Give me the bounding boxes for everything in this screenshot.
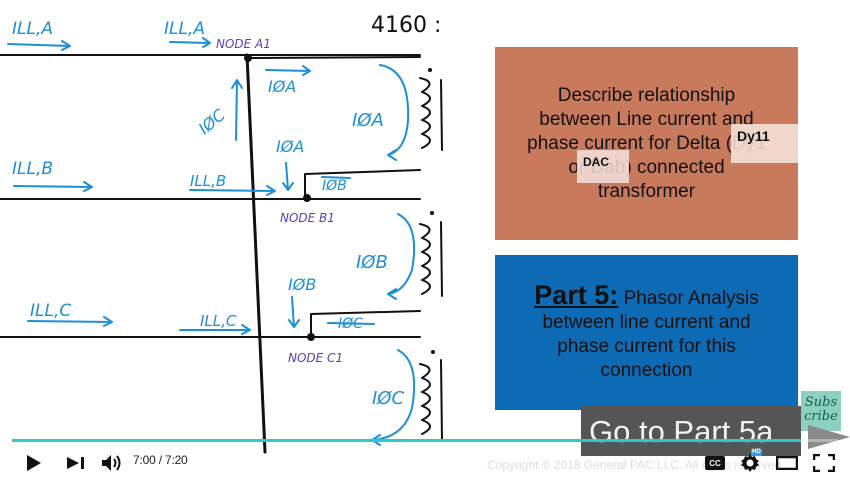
winding-c — [419, 363, 431, 435]
label-ill-b-1: ILL,B — [12, 159, 53, 179]
arrow-ill-a-1 — [7, 40, 71, 51]
part5-line-3: connection — [600, 359, 693, 381]
fullscreen-icon — [813, 453, 835, 472]
fullscreen-button[interactable] — [810, 445, 838, 480]
gear-icon — [741, 453, 759, 472]
svg-text:IØB: IØB — [288, 275, 316, 294]
time-display: 7:00 / 7:20 — [133, 453, 188, 467]
svg-text:IØA: IØA — [276, 137, 304, 156]
hd-badge: HD — [751, 449, 762, 456]
label-ill-a-1: ILL,A — [12, 19, 53, 39]
svg-text:IØC: IØC — [372, 388, 404, 409]
delta-vertical-line — [245, 53, 267, 454]
part5-line-1: between line current and — [542, 311, 751, 333]
play-icon — [27, 454, 41, 471]
dy11-tag: Dy11 — [731, 124, 798, 163]
next-icon — [67, 456, 84, 469]
describe-annotation-card: Describe relationship between Line curre… — [495, 47, 798, 240]
dac-tag: DAC — [577, 150, 629, 183]
svg-text:IØA: IØA — [268, 77, 296, 96]
label-node-b1: NODE B1 — [280, 211, 335, 225]
svg-text:IØC: IØC — [195, 105, 230, 138]
volume-button[interactable] — [98, 445, 126, 480]
label-node-c1: NODE C1 — [288, 351, 343, 365]
label-header: 4160 : — [371, 13, 441, 38]
subscribe-badge[interactable]: Subs cribe — [801, 391, 841, 431]
volume-icon — [102, 454, 121, 471]
svg-text:IØC: IØC — [338, 316, 363, 332]
arrow-ill-b-1 — [13, 181, 93, 192]
part5-annotation-card[interactable]: Part 5: Phasor Analysis between line cur… — [495, 255, 798, 410]
subscribe-line-1: Subs — [804, 395, 838, 410]
cc-label: CC — [709, 459, 721, 468]
end-screen-label: Go to Part 5a — [589, 414, 774, 449]
label-ill-c-1: ILL,C — [30, 301, 71, 321]
loop-ioa — [379, 64, 410, 161]
label-node-a1: NODE A1 — [216, 37, 271, 51]
player-controls: 7:00 / 7:20 Copyright © 2018 General PAC… — [0, 445, 850, 480]
duration: 7:20 — [164, 453, 188, 467]
next-button[interactable] — [62, 445, 90, 480]
arrow-ill-c-1 — [27, 316, 113, 327]
end-screen-link[interactable]: Go to Part 5a — [581, 406, 801, 456]
describe-line-2: between Line current and — [539, 108, 754, 130]
current-time: 7:00 — [133, 453, 156, 467]
svg-text:IØA: IØA — [352, 110, 384, 131]
theater-mode-icon — [776, 455, 798, 470]
subscribe-line-2: cribe — [804, 409, 838, 424]
settings-button[interactable]: HD — [737, 445, 763, 480]
arrow-ill-c-2 — [179, 324, 251, 335]
progress-bar[interactable] — [12, 439, 838, 442]
describe-line-1: Describe relationship — [557, 84, 736, 106]
theater-mode-button[interactable] — [774, 445, 800, 480]
arrow-ioc-up — [231, 79, 243, 141]
svg-text:IØB: IØB — [356, 252, 388, 273]
svg-text:IØB: IØB — [322, 178, 347, 194]
captions-icon: CC — [705, 455, 725, 470]
captions-button[interactable]: CC — [704, 445, 726, 480]
arrow-ill-a-2 — [169, 37, 211, 48]
label-ill-a-2: ILL,A — [164, 19, 205, 39]
label-ill-c-2: ILL,C — [200, 312, 237, 330]
time-separator: / — [155, 453, 165, 467]
end-screen-arrow-icon[interactable] — [808, 425, 850, 449]
describe-line-5: transformer — [597, 180, 696, 202]
arrow-ill-b-2 — [189, 185, 276, 196]
progress-bar-fill — [12, 439, 801, 442]
play-button[interactable] — [20, 445, 48, 480]
part5-subtitle: Phasor Analysis — [623, 287, 759, 309]
loop-iob — [387, 213, 416, 300]
part5-line-2: phase current for this — [557, 335, 736, 357]
part5-title: Part 5: — [534, 279, 619, 310]
describe-line-3: phase current for Delta (Dy1 — [527, 132, 766, 154]
label-ill-b-2: ILL,B — [190, 172, 226, 190]
winding-a — [419, 77, 431, 149]
winding-b — [419, 223, 431, 295]
